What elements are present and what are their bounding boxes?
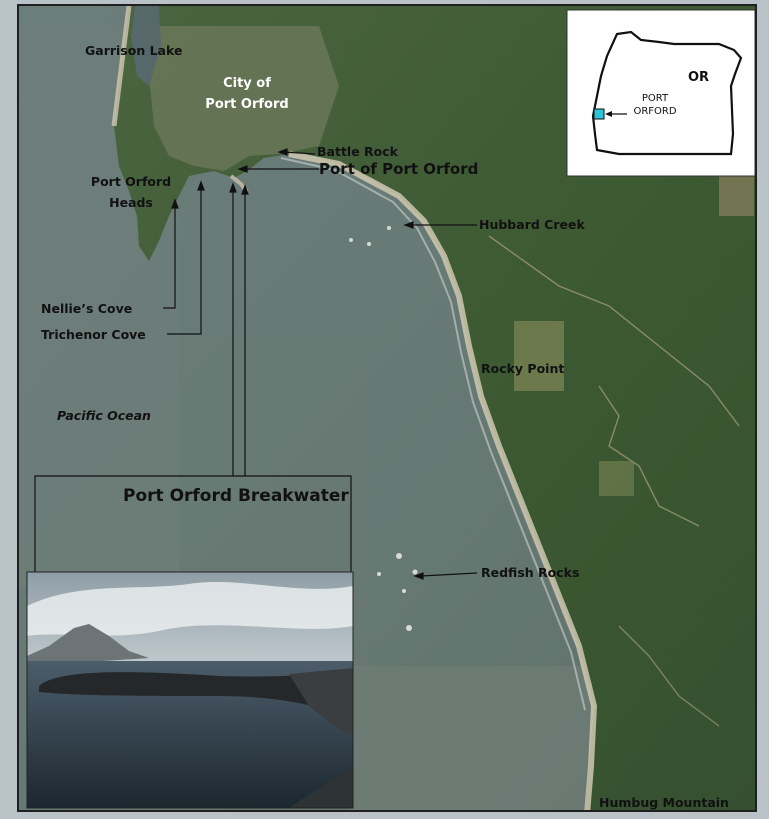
breakwater-callout [34, 475, 352, 572]
photo-headland [27, 624, 149, 666]
mountain-road [488, 235, 740, 427]
port-arrowhead [237, 165, 248, 173]
port-orford-heads-label: Port Orford Heads [79, 174, 183, 210]
nellies-cove-arrowhead [171, 198, 179, 209]
battle-rock-leader [283, 151, 316, 155]
breakwater-arrowhead-1 [229, 182, 237, 193]
oregon-state-label: OR [688, 70, 710, 85]
offshore-rocks [349, 226, 391, 246]
trichenor-cove-leader [167, 188, 202, 335]
trichenor-cove-label: Trichenor Cove [41, 327, 146, 342]
city-of-port-orford-label: City of Port Orford [197, 76, 297, 112]
breakwater-arrowhead-2 [241, 184, 249, 195]
heads-label-line2: Heads [109, 195, 153, 210]
city-label-line1: City of [223, 76, 271, 91]
trichenor-cove-arrowhead [197, 180, 205, 191]
redfish-rocks-label: Redfish Rocks [481, 565, 580, 580]
photo-clouds [27, 582, 353, 636]
breakwater-label: Port Orford Breakwater [123, 486, 349, 506]
redfish-arrowhead [413, 572, 424, 580]
battle-rock-label: Battle Rock [317, 144, 398, 159]
shoreline [288, 151, 598, 810]
garrison-lake [131, 6, 161, 86]
mountain-road [598, 385, 700, 527]
pacific-ocean-label: Pacific Ocean [57, 408, 151, 423]
port-of-port-orford-label: Port of Port Orford [319, 160, 479, 178]
aerial-map [19, 6, 755, 810]
redfish-rocks [377, 553, 418, 631]
port-orford-marker [593, 108, 605, 120]
oregon-outline [591, 30, 743, 156]
map-frame: Garrison Lake City of Port Orford Battle… [17, 4, 757, 812]
rocky-point-label: Rocky Point [481, 361, 565, 376]
photo-jetty-rocks [289, 668, 353, 736]
nellies-cove-label: Nellie’s Cove [41, 301, 133, 316]
inset-port-orford-label: PORT ORFORD [625, 92, 685, 118]
inset-port-line1: PORT [641, 93, 669, 104]
garrison-lake-label: Garrison Lake [85, 43, 183, 58]
nellies-cove-leader [163, 206, 176, 309]
land-clearing [514, 321, 564, 391]
hubbard-creek-arrowhead [403, 221, 414, 229]
heads-label-line1: Port Orford [90, 174, 172, 189]
land-clearing [599, 461, 634, 496]
city-label-line2: Port Orford [205, 97, 289, 112]
inset-port-line2: ORFORD [633, 106, 677, 117]
surf-line [280, 157, 586, 711]
breakwater-photo [26, 571, 354, 809]
mountain-road [618, 625, 720, 727]
town-area [149, 26, 339, 171]
photo-wall [289, 766, 353, 808]
mainland [114, 6, 755, 810]
oregon-inset [566, 9, 755, 177]
hubbard-creek-label: Hubbard Creek [479, 217, 585, 232]
port-orford-marker-arrowhead [605, 111, 612, 117]
land-clearing [719, 176, 754, 216]
photo-jetty [39, 670, 353, 718]
battle-rock-arrowhead [277, 148, 288, 156]
redfish-leader [420, 572, 478, 577]
ocean-tile [349, 666, 599, 810]
north-beach [111, 6, 132, 127]
humbug-mountain-label: Humbug Mountain [599, 795, 729, 810]
